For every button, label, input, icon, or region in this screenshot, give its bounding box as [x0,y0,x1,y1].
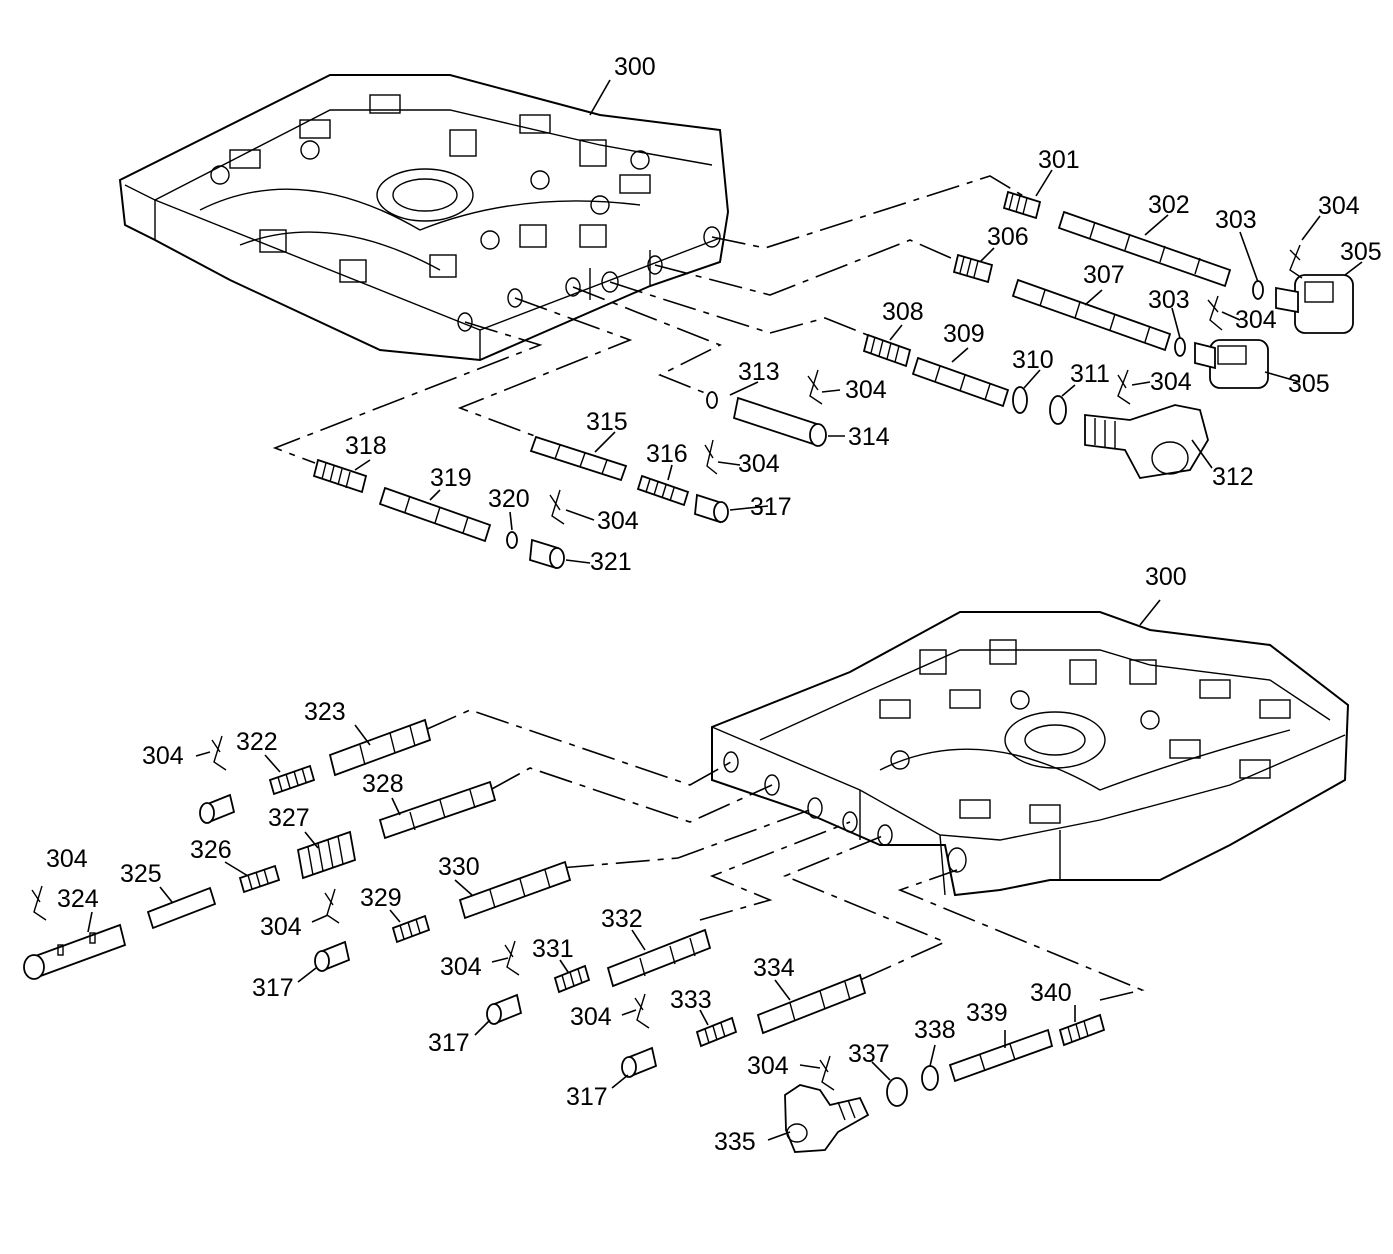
label-313: 313 [738,358,780,386]
upper-leader-lines [354,79,1363,564]
lower-valve-body [711,611,1350,897]
label-309: 309 [943,320,985,348]
label-332: 332 [601,905,643,933]
label-306: 306 [987,223,1029,251]
label-300-lower: 300 [1145,563,1187,591]
label-304l: 304 [747,1052,789,1080]
label-333: 333 [670,986,712,1014]
label-316: 316 [646,440,688,468]
label-320: 320 [488,485,530,513]
label-310: 310 [1012,346,1054,374]
label-323: 323 [304,698,346,726]
label-319: 319 [430,464,472,492]
label-304c: 304 [1150,368,1192,396]
label-321: 321 [590,548,632,576]
label-315: 315 [586,408,628,436]
label-325: 325 [120,860,162,888]
label-317b: 317 [252,974,294,1002]
label-304a: 304 [1318,192,1360,220]
label-314: 314 [848,423,890,451]
label-317a: 317 [750,493,792,521]
label-303b: 303 [1148,286,1190,314]
callout-labels: 300 301 302 303 304 305 306 307 303 304 … [46,53,1382,1156]
label-304e: 304 [738,450,780,478]
label-308: 308 [882,298,924,326]
label-311: 311 [1070,360,1110,388]
label-328: 328 [362,770,404,798]
label-324: 324 [57,885,99,913]
label-305a: 305 [1340,238,1382,266]
label-312: 312 [1212,463,1254,491]
label-304i: 304 [260,913,302,941]
label-340: 340 [1030,979,1072,1007]
label-329: 329 [360,884,402,912]
label-338: 338 [914,1016,956,1044]
label-322: 322 [236,728,278,756]
label-307: 307 [1083,261,1125,289]
label-300-upper: 300 [614,53,656,81]
label-335: 335 [714,1128,756,1156]
label-304f: 304 [597,507,639,535]
label-303a: 303 [1215,206,1257,234]
upper-valve-body [118,74,730,362]
label-327: 327 [268,804,310,832]
lower-parts [23,718,1106,1153]
label-304b: 304 [1235,306,1277,334]
label-337: 337 [848,1040,890,1068]
label-302: 302 [1148,191,1190,219]
label-334: 334 [753,954,795,982]
lower-alignment-lines [424,709,1145,1001]
label-330: 330 [438,853,480,881]
label-339: 339 [966,999,1008,1027]
label-301: 301 [1038,146,1080,174]
lower-leader-lines [87,599,1161,1141]
label-304j: 304 [440,953,482,981]
label-331: 331 [532,935,574,963]
upper-alignment-lines [272,175,1041,464]
label-304k: 304 [570,1003,612,1031]
label-317c: 317 [428,1029,470,1057]
label-304g: 304 [142,742,184,770]
label-304h: 304 [46,845,88,873]
label-304d: 304 [845,376,887,404]
upper-parts [312,190,1354,570]
label-318: 318 [345,432,387,460]
label-305b: 305 [1288,370,1330,398]
label-317d: 317 [566,1083,608,1111]
label-326: 326 [190,836,232,864]
